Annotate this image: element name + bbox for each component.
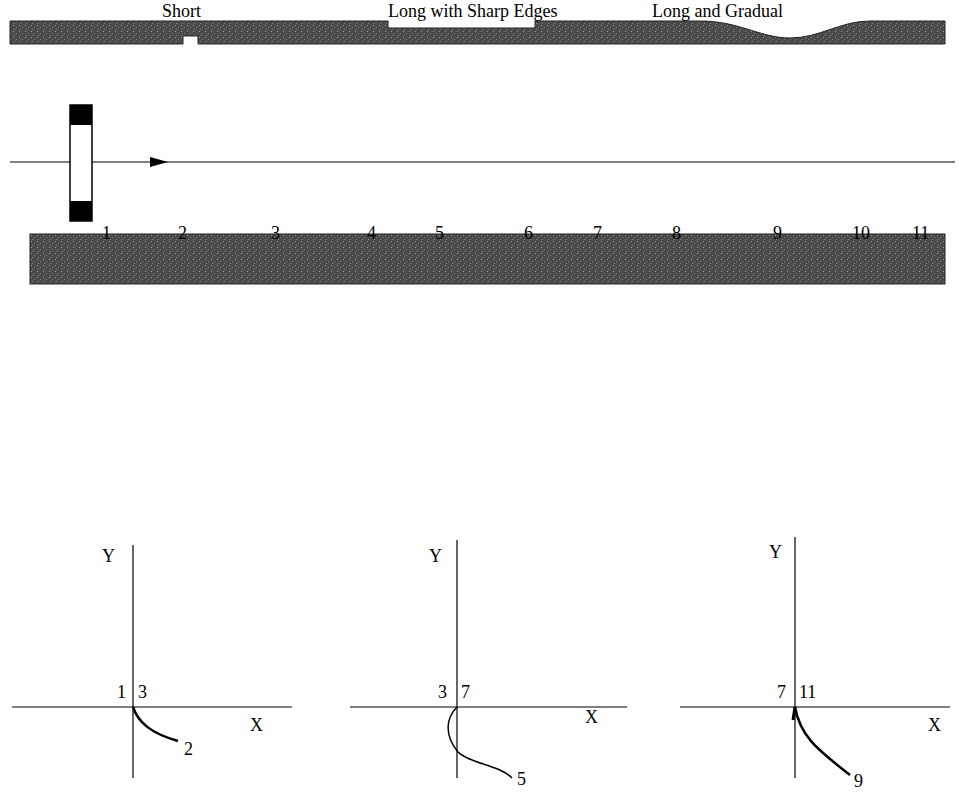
position-number: 11 — [799, 683, 816, 701]
section-title: Long with Sharp Edges — [388, 2, 557, 20]
axis-label: Y — [102, 547, 115, 565]
beam-arrow — [150, 157, 168, 167]
axis-label: X — [928, 716, 941, 734]
wake-plot-2 — [350, 540, 627, 778]
position-number: 5 — [517, 770, 526, 788]
position-number: 1 — [102, 224, 111, 242]
position-number: 7 — [777, 683, 786, 701]
section-title: Short — [162, 2, 201, 20]
position-number: 9 — [773, 224, 782, 242]
position-number: 3 — [138, 683, 147, 701]
position-number: 10 — [852, 224, 870, 242]
position-number: 6 — [524, 224, 533, 242]
position-number: 9 — [854, 772, 863, 790]
axis-label: Y — [769, 543, 782, 561]
position-number: 2 — [178, 224, 187, 242]
wake-plot-1 — [12, 545, 292, 778]
axis-label: X — [585, 708, 598, 726]
lower-pipe-wall — [30, 234, 945, 284]
bunch-ring — [70, 105, 92, 221]
section-title: Long and Gradual — [652, 2, 783, 20]
position-number: 1 — [117, 683, 126, 701]
position-number: 5 — [435, 224, 444, 242]
upper-pipe-wall — [10, 21, 945, 44]
axis-label: Y — [429, 547, 442, 565]
axis-label: X — [250, 716, 263, 734]
position-number: 7 — [593, 224, 602, 242]
position-number: 3 — [438, 683, 447, 701]
position-number: 2 — [184, 740, 193, 758]
position-number: 7 — [461, 683, 470, 701]
position-number: 3 — [271, 224, 280, 242]
position-number: 4 — [367, 224, 376, 242]
position-number: 11 — [912, 224, 929, 242]
bunch-ring-bottom — [70, 201, 92, 221]
position-number: 8 — [672, 224, 681, 242]
bunch-ring-top — [70, 105, 92, 125]
wake-plot-3 — [680, 537, 950, 778]
